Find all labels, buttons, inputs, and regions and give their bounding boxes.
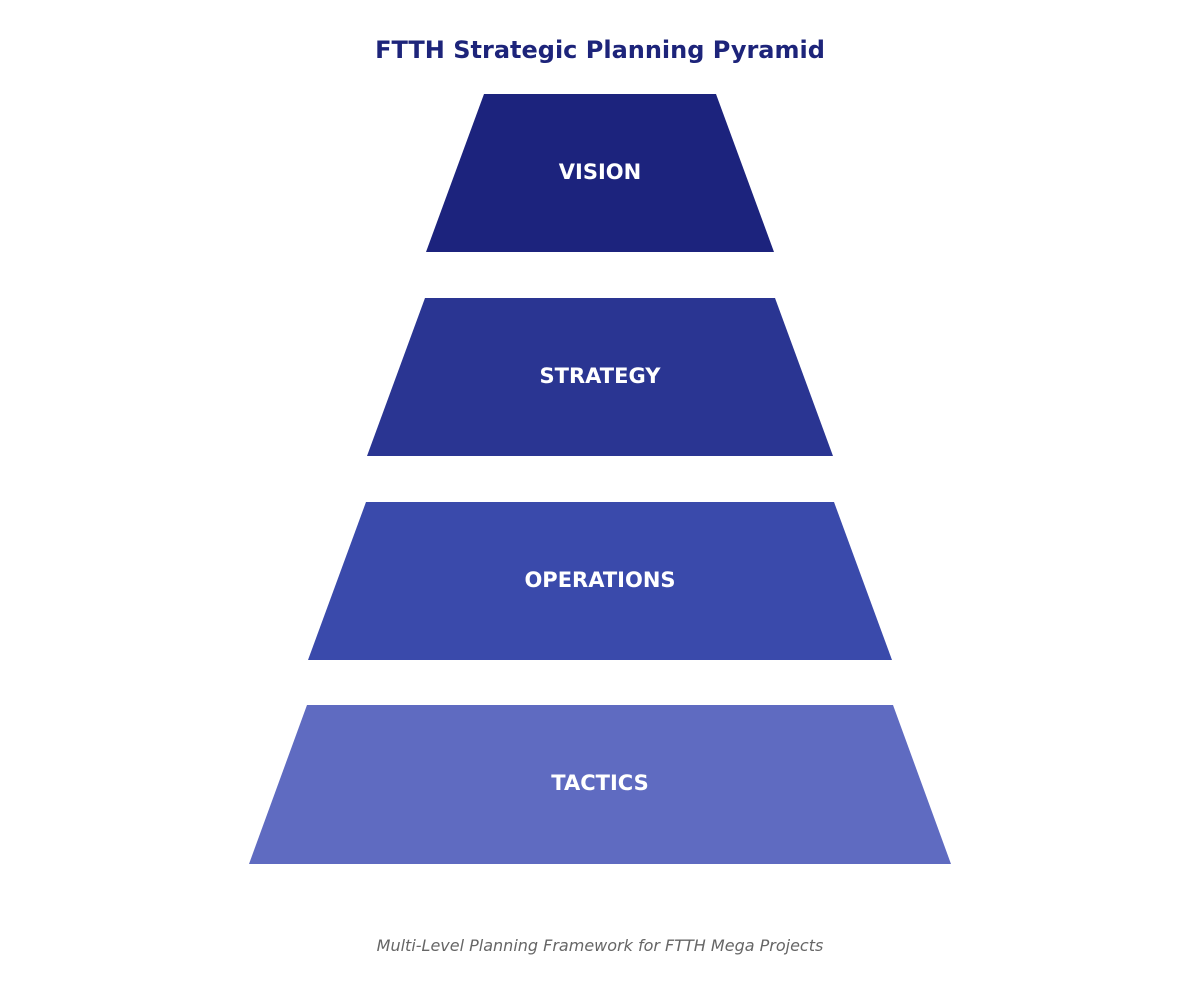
pyramid-level-operations-shape	[308, 502, 892, 660]
pyramid-level-strategy-label: STRATEGY	[540, 364, 662, 388]
diagram-caption: Multi-Level Planning Framework for FTTH …	[376, 936, 824, 955]
pyramid-level-vision-shape	[426, 94, 774, 252]
pyramid-level-tactics-label: TACTICS	[551, 771, 648, 795]
pyramid-level-operations: OPERATIONS	[308, 502, 892, 660]
pyramid-level-vision-label: VISION	[559, 160, 641, 184]
pyramid-level-tactics-shape	[249, 705, 951, 864]
pyramid-level-strategy: STRATEGY	[367, 298, 833, 456]
pyramid-level-vision: VISION	[426, 94, 774, 252]
pyramid-level-strategy-shape	[367, 298, 833, 456]
pyramid-level-operations-label: OPERATIONS	[524, 568, 675, 592]
pyramid-level-tactics: TACTICS	[249, 705, 951, 864]
diagram-title: FTTH Strategic Planning Pyramid	[375, 36, 825, 64]
